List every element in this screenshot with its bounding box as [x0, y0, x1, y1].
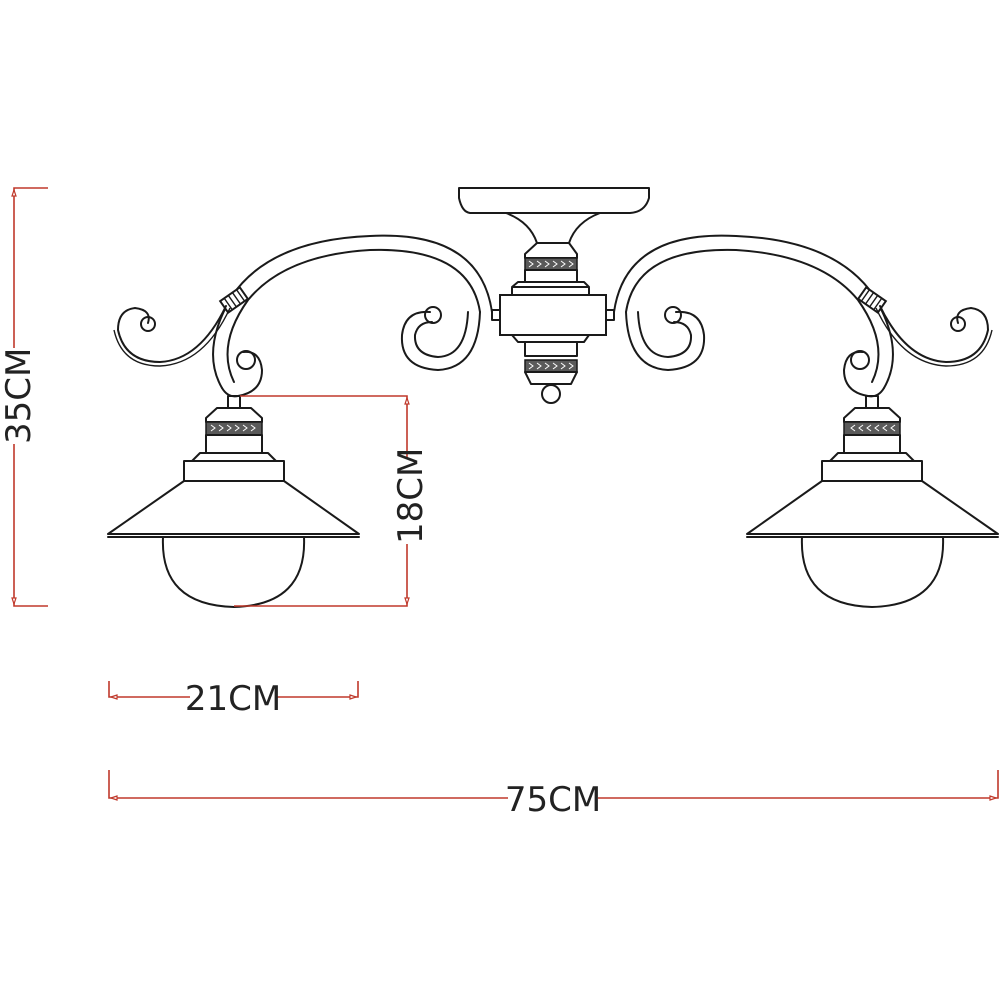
ceiling-canopy	[458, 187, 650, 244]
dimension-shade-height: 18CM	[234, 395, 431, 607]
shade-height-label: 18CM	[391, 448, 431, 544]
total-height-label: 35CM	[0, 348, 39, 444]
shade-width-label: 21CM	[185, 679, 281, 719]
total-width-label: 75CM	[505, 780, 601, 820]
center-body	[491, 242, 615, 404]
dimension-shade-width: 21CM	[108, 679, 359, 719]
right-arm	[613, 234, 993, 398]
right-pendant	[746, 395, 999, 608]
dimension-total-height: 35CM	[0, 187, 48, 607]
dimension-total-width: 75CM	[108, 770, 999, 820]
left-arm	[113, 234, 493, 398]
left-pendant	[107, 395, 360, 608]
